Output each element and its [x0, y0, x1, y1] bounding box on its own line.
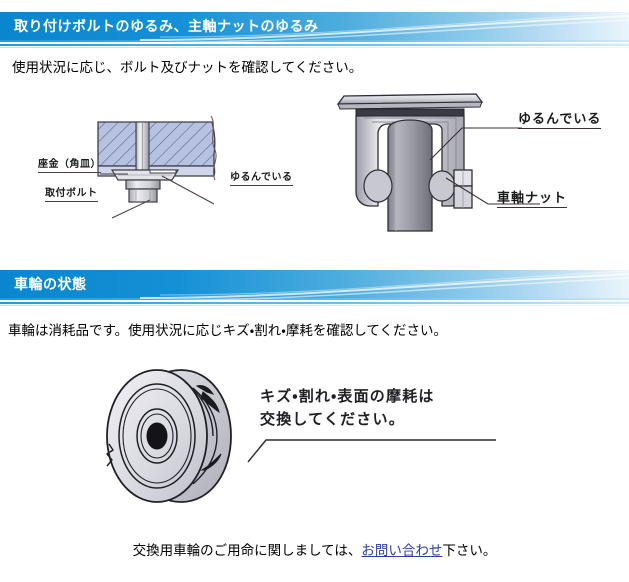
- banner-underline-stripes: [0, 40, 629, 48]
- caster-wheel-tyre: [387, 119, 433, 232]
- caster-mounting-plate: [336, 93, 484, 110]
- wheel-damage-chips: [195, 385, 222, 471]
- bolt-shaft: [135, 121, 150, 171]
- section-banner-bolt: 取り付けボルトのゆるみ、主軸ナットのゆるみ: [0, 4, 629, 48]
- caster-leader-lines: [429, 127, 540, 205]
- footer-contact-line: 交換用車輪のご用命に関しましては、お問い合わせ下さい。: [0, 541, 629, 561]
- section-banner-wheel: 車輪の状態: [0, 262, 629, 306]
- wheel-callout-leader-line: [247, 439, 496, 463]
- worn-wheel-svg: [105, 369, 232, 503]
- section-heading-wheel: 車輪の状態: [14, 276, 87, 292]
- bolt-cross-section-figure: [0, 100, 320, 230]
- wheel-crack: [105, 443, 114, 467]
- axle-nut: [453, 169, 473, 209]
- caster-wheel-svg: [336, 93, 484, 232]
- loose-gap-indicator: [149, 169, 177, 174]
- label-mounting-bolt: 取付ボルト: [45, 188, 98, 202]
- wheel-face-rings: [118, 383, 196, 489]
- wheel-wear-grooves: [184, 381, 218, 485]
- wheel-callout-line1: キズ・割れ・表面の摩耗は: [260, 388, 435, 405]
- caster-wheel-figure: [330, 86, 500, 232]
- contact-link[interactable]: お問い合わせ: [361, 543, 443, 558]
- caster-fork: [355, 115, 465, 207]
- label-axle-nut: 車軸ナット: [497, 189, 568, 208]
- section-body-wheel: 車輪は消耗品です。使用状況に応じキズ・割れ・摩耗を確認してください。: [8, 323, 448, 338]
- label-loose-bolt: ゆるんでいる: [230, 172, 293, 186]
- section-body-bolt: 使用状況に応じ、ボルト及びナットを確認してください。: [12, 60, 363, 75]
- banner-left-edge: [0, 12, 4, 40]
- section-heading-bolt: 取り付けボルトのゆるみ、主軸ナットのゆるみ: [14, 18, 319, 34]
- banner-gradient-bar-2: [0, 270, 629, 298]
- label-washer: 座金（角皿）: [38, 159, 101, 173]
- wheel-hub-bore: [146, 422, 168, 450]
- leader-lines: [100, 173, 215, 219]
- caster-axle-hub: [363, 169, 456, 203]
- label-loose-caster: ゆるんでいる: [518, 110, 602, 129]
- footer-text-before: 交換用車輪のご用命に関しましては、: [132, 543, 362, 558]
- banner-left-edge-2: [0, 270, 4, 298]
- footer-text-after: 下さい。: [442, 543, 497, 558]
- bolt-cross-section-svg: [97, 115, 217, 219]
- bolt-hex-head: [125, 179, 161, 203]
- wheel-callout-text: キズ・割れ・表面の摩耗は 交換してください。: [260, 385, 435, 431]
- banner-underline-stripes-2: [0, 298, 629, 306]
- worn-wheel-figure: [85, 358, 265, 513]
- wheel-callout-line2: 交換してください。: [260, 411, 405, 428]
